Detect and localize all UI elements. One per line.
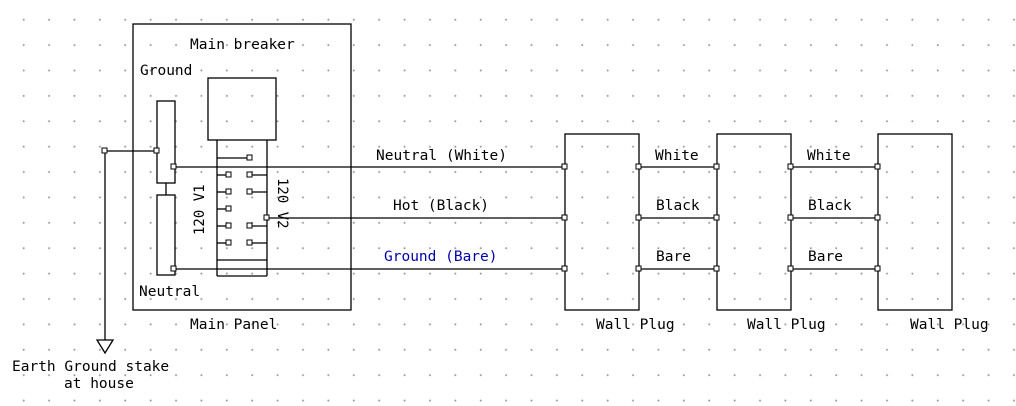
- v1-label: 120 V1: [192, 184, 208, 235]
- ground-bar-label: Ground: [140, 63, 193, 79]
- main-panel-label: Main Panel: [190, 317, 278, 333]
- main-breaker-label: Main breaker: [190, 37, 295, 53]
- earth-ground-symbol: [95, 339, 115, 355]
- ground-wire-label: Ground (Bare): [384, 249, 498, 265]
- segment-1-white-label: White: [655, 148, 699, 164]
- wall-plug-1-label: Wall Plug: [596, 317, 675, 333]
- segment-2-white-label: White: [807, 148, 851, 164]
- plug-links: [639, 166, 878, 270]
- breaker-rungs: [217, 157, 267, 277]
- wall-plug-3-label: Wall Plug: [910, 317, 989, 333]
- wall-plug-3-box: [877, 133, 953, 311]
- neutral-bar-label: Neutral: [139, 284, 201, 300]
- earth-ground-caption-line2: at house: [64, 376, 134, 392]
- earth-ground-caption-line1: Earth Ground stake: [12, 359, 170, 375]
- wall-plug-2-box: [716, 133, 792, 311]
- segment-2-bare-label: Bare: [808, 249, 843, 265]
- ground-bar: [156, 100, 176, 184]
- neutral-wire-label: Neutral (White): [376, 148, 507, 164]
- neutral-bar: [156, 194, 176, 276]
- v2-label: 120 V2: [274, 178, 290, 229]
- hot-wire-label: Hot (Black): [393, 198, 490, 214]
- main-breaker-box: [207, 77, 277, 141]
- wall-plug-2-label: Wall Plug: [747, 317, 826, 333]
- terminals: [101, 147, 881, 272]
- wall-plug-1-box: [564, 133, 640, 311]
- segment-1-black-label: Black: [656, 198, 700, 214]
- segment-2-black-label: Black: [808, 198, 852, 214]
- segment-1-bare-label: Bare: [656, 249, 691, 265]
